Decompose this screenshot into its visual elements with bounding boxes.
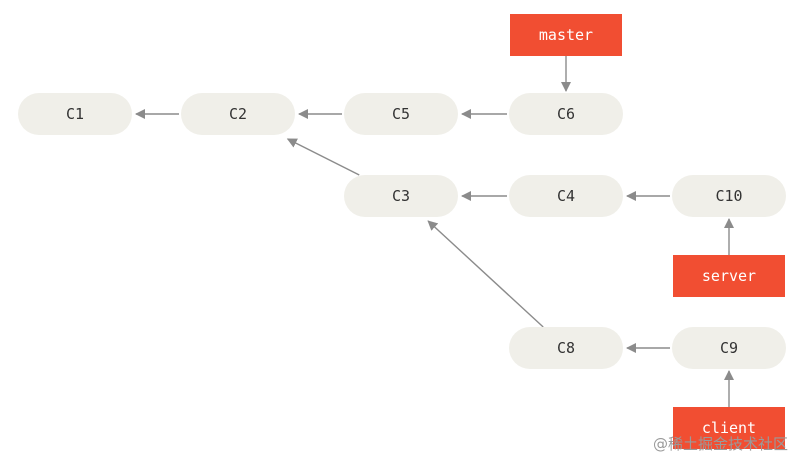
commit-node-shape [344, 93, 458, 135]
branch-master: master [510, 14, 622, 56]
commit-node-shape [509, 175, 623, 217]
branch-label-box [510, 14, 622, 56]
commit-c8: C8 [509, 327, 623, 369]
commit-label: C4 [557, 187, 575, 205]
commit-c4: C4 [509, 175, 623, 217]
commit-label: C3 [392, 187, 410, 205]
refs: master server client [510, 14, 785, 449]
branch-label: client [702, 419, 756, 437]
edge-c3-to-c2 [286, 138, 360, 176]
commit-node-shape [344, 175, 458, 217]
commit-c10: C10 [672, 175, 786, 217]
branch-label-box [673, 255, 785, 297]
branch-label-box [673, 407, 785, 449]
commit-c6: C6 [509, 93, 623, 135]
watermark: @稀土掘金技术社区 [652, 435, 788, 453]
branch-client: client [673, 407, 785, 449]
commit-label: C8 [557, 339, 575, 357]
commit-node-shape [181, 93, 295, 135]
commit-c9: C9 [672, 327, 786, 369]
commit-node-shape [18, 93, 132, 135]
commit-node-shape [672, 175, 786, 217]
commit-label: C1 [66, 105, 84, 123]
commit-c1: C1 [18, 93, 132, 135]
commit-node-shape [509, 327, 623, 369]
commit-label: C9 [720, 339, 738, 357]
commit-label: C6 [557, 105, 575, 123]
edge-c8-to-c3 [427, 220, 544, 328]
commit-label: C5 [392, 105, 410, 123]
commit-c5: C5 [344, 93, 458, 135]
branch-server: server [673, 255, 785, 297]
commit-node-shape [509, 93, 623, 135]
commit-label: C10 [715, 187, 742, 205]
commit-c2: C2 [181, 93, 295, 135]
commit-node-shape [672, 327, 786, 369]
commit-c3: C3 [344, 175, 458, 217]
edges [135, 56, 734, 407]
branch-label: master [539, 26, 593, 44]
branch-label: server [702, 267, 756, 285]
commit-label: C2 [229, 105, 247, 123]
